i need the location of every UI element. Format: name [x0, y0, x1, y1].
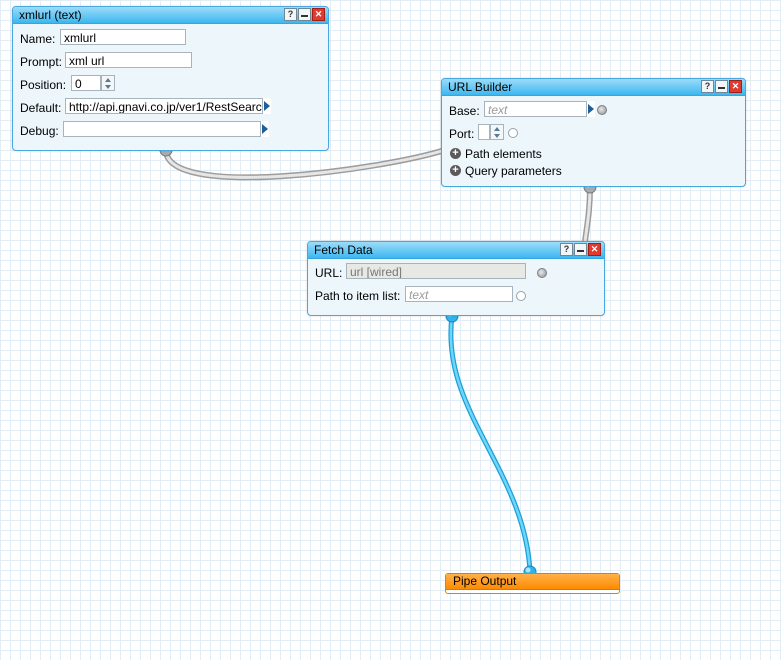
close-icon[interactable]: ✕: [729, 80, 742, 93]
url-label: URL:: [315, 266, 343, 280]
plus-circle-icon[interactable]: +: [450, 165, 461, 176]
default-field[interactable]: http://api.gnavi.co.jp/ver1/RestSearch: [65, 98, 263, 114]
path-input-terminal[interactable]: [516, 291, 526, 301]
plus-circle-icon[interactable]: +: [450, 148, 461, 159]
name-field[interactable]: xmlurl: [60, 29, 186, 45]
position-label: Position:: [20, 78, 67, 92]
minimize-icon[interactable]: [298, 8, 311, 21]
port-field[interactable]: [478, 124, 490, 140]
arrow-right-icon[interactable]: [261, 121, 269, 137]
position-stepper[interactable]: [101, 75, 115, 91]
xmlurl-title: xmlurl (text): [19, 8, 82, 22]
debug-field[interactable]: [63, 121, 261, 137]
prompt-label: Prompt:: [20, 55, 63, 69]
base-label: Base:: [449, 104, 480, 118]
fetch-data-title: Fetch Data: [314, 243, 373, 257]
arrow-right-icon[interactable]: [263, 98, 271, 114]
query-parameters-label[interactable]: Query parameters: [465, 164, 562, 178]
url-builder-module[interactable]: URL Builder ? ✕ Base: text Port: + Path …: [441, 78, 746, 187]
base-input-terminal[interactable]: [597, 105, 607, 115]
path-to-item-list-label: Path to item list:: [315, 289, 401, 303]
minimize-icon[interactable]: [715, 80, 728, 93]
wire-fetch-data-to-pipe-output[interactable]: [448, 313, 533, 575]
base-field[interactable]: text: [484, 101, 587, 117]
fetch-data-module[interactable]: Fetch Data ? ✕ URL: url [wired] Path to …: [307, 241, 605, 316]
close-icon[interactable]: ✕: [312, 8, 325, 21]
close-icon[interactable]: ✕: [588, 243, 601, 256]
path-elements-label[interactable]: Path elements: [465, 147, 542, 161]
arrow-right-icon[interactable]: [587, 101, 595, 117]
url-field: url [wired]: [346, 263, 526, 279]
default-label: Default:: [20, 101, 62, 115]
url-builder-title: URL Builder: [448, 80, 513, 94]
debug-label: Debug:: [20, 124, 59, 138]
pipe-output-module[interactable]: Pipe Output: [445, 573, 620, 594]
prompt-field[interactable]: xml url: [65, 52, 192, 68]
position-field[interactable]: 0: [71, 75, 101, 91]
minimize-icon[interactable]: [574, 243, 587, 256]
name-label: Name:: [20, 32, 56, 46]
url-input-terminal[interactable]: [537, 268, 547, 278]
xmlurl-module[interactable]: xmlurl (text) ? ✕ Name: xmlurl Prompt: x…: [12, 6, 329, 151]
help-icon[interactable]: ?: [701, 80, 714, 93]
port-label: Port:: [449, 127, 475, 141]
xmlurl-titlebar[interactable]: xmlurl (text) ? ✕: [13, 7, 328, 24]
path-to-item-list-field[interactable]: text: [405, 286, 513, 302]
url-builder-titlebar[interactable]: URL Builder ? ✕: [442, 79, 745, 96]
help-icon[interactable]: ?: [560, 243, 573, 256]
fetch-data-titlebar[interactable]: Fetch Data ? ✕: [308, 242, 604, 259]
help-icon[interactable]: ?: [284, 8, 297, 21]
pipe-output-title: Pipe Output: [446, 574, 619, 590]
port-stepper[interactable]: [490, 124, 504, 140]
port-input-terminal[interactable]: [508, 128, 518, 138]
